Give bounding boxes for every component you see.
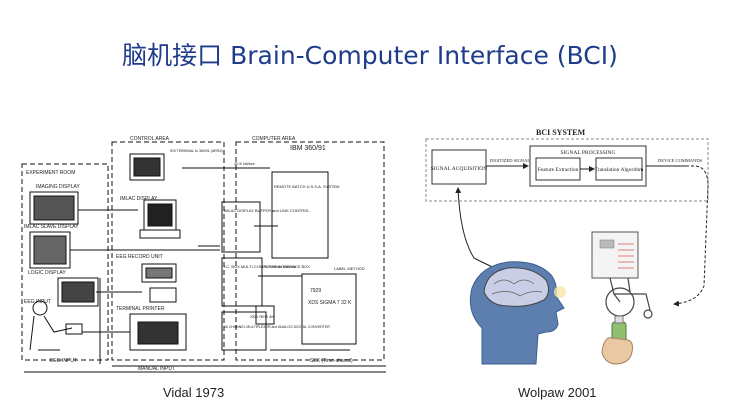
label-xds-sigma: XDS SIGMA 7 32 K: [308, 300, 352, 306]
label-rate-50k: 50 K bit/sec data link: [264, 265, 297, 269]
label-multiplexer: 16 CHANNEL MULTIPLEXER and ANALOG DIGITA…: [224, 325, 330, 329]
label-device-commands: DEVICE COMMANDS: [658, 158, 703, 163]
label-ibm: IBM 360/91: [290, 145, 326, 152]
label-digitized-signal: DIGITIZED SIGNAL: [490, 158, 530, 163]
label-imlac-display: IMLAC DISPLAY: [120, 196, 158, 202]
brain-icon: [483, 267, 550, 307]
label-ss-terminal: SSI TERMINAL to 360/91 (ARRA): [170, 149, 223, 153]
label-eeg-record-unit: EEG RECORD UNIT: [116, 254, 163, 260]
label-model-7929: 7929: [310, 288, 321, 294]
label-ic-box: I.C. BOX MULTI-COMPUTER INTERFACE BOX: [224, 264, 310, 269]
label-remote-batch: REMOTE BATCH U.S.S.A. SYSTEM: [274, 184, 340, 189]
caption-vidal: Vidal 1973: [163, 385, 225, 400]
label-label-method: LABEL METHOD: [334, 266, 365, 271]
label-rate-40k: 40 K bit/sec: [234, 161, 255, 166]
box-translation-algorithm: Translation Algorithm: [595, 167, 645, 173]
label-imlac-control: IMLAC DISPLAY BUFFER and LINK CONTROL: [224, 208, 310, 213]
label-imlac-slave-display: IMLAC SLAVE DISPLAY: [24, 224, 79, 230]
label-manual-input: MANUAL INPUT: [138, 366, 175, 372]
label-eeg-input-bottom: EEG INPUT: [50, 358, 77, 364]
bci-system-title: BCI SYSTEM: [536, 128, 586, 137]
label-logic-display: LOGIC DISPLAY: [28, 270, 66, 276]
hand-icon: [601, 337, 633, 365]
label-eeg-input: EEG INPUT: [24, 299, 51, 305]
label-xds-reg: XDS REG 4K: [250, 314, 274, 319]
slide-title: 脑机接口 Brain-Computer Interface (BCI): [122, 41, 618, 70]
box-signal-acquisition: SIGNAL ACQUISITION: [431, 166, 488, 172]
box-feature-extraction: Feature Extraction: [538, 167, 579, 173]
label-control-area: CONTROL AREA: [130, 136, 170, 142]
label-imaging-display: IMAGING DISPLAY: [36, 184, 80, 190]
wolpaw-2001-diagram: BCI SYSTEM SIGNAL ACQUISITION DIGITIZED …: [425, 128, 709, 365]
label-xds-time-shared: SEX (Time-shared): [310, 358, 353, 364]
label-computer-area: COMPUTER AREA: [252, 136, 296, 142]
wheelchair-icon: [605, 277, 653, 319]
caption-wolpaw: Wolpaw 2001: [518, 385, 597, 400]
label-experiment-room: EXPERIMENT ROOM: [26, 170, 75, 176]
label-terminal-printer: TERMINAL PRINTER: [116, 306, 165, 312]
label-signal-processing: SIGNAL PROCESSING: [561, 150, 616, 156]
computer-screen-icon: [591, 231, 639, 279]
vidal-1973-diagram: CONTROL AREA COMPUTER AREA EXPERIMENT RO…: [21, 136, 386, 373]
